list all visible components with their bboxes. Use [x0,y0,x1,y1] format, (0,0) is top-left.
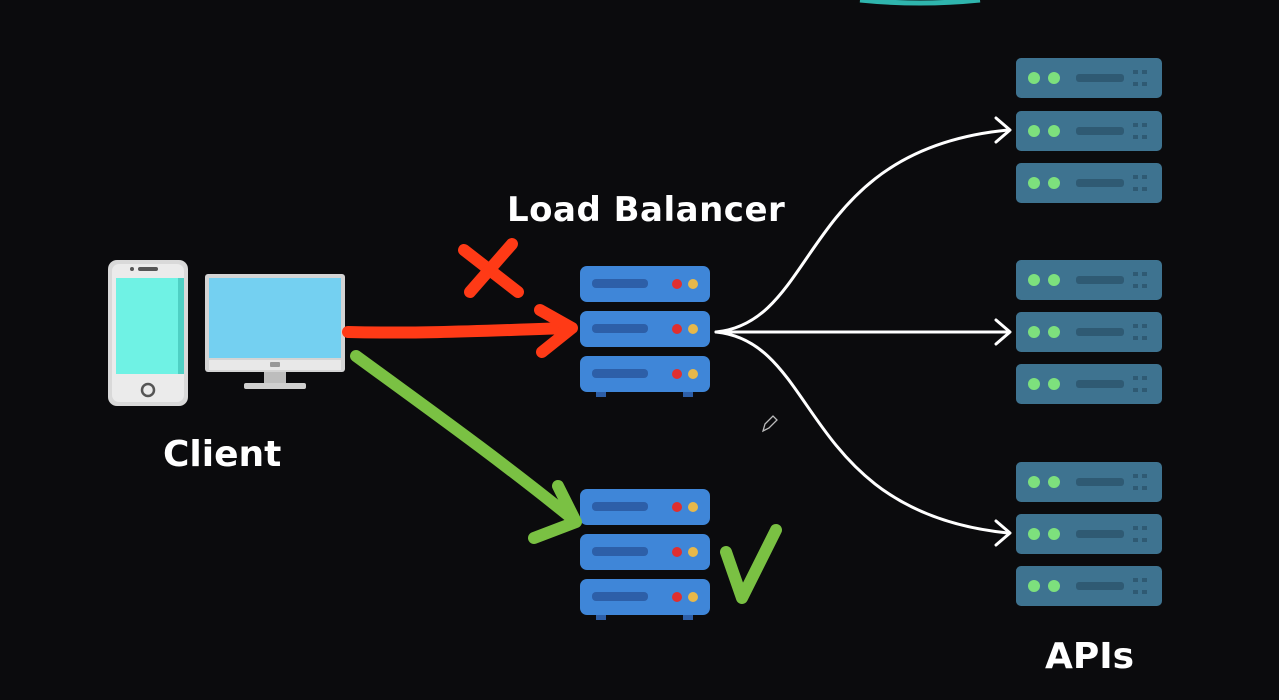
failed-arrow [342,304,578,358]
apis-label: APIs [1045,636,1135,677]
load-balancer-label: Load Balancer [507,190,786,230]
flow-arrowhead-middle [994,318,1012,346]
phone-icon [108,260,188,406]
success-arrow [350,350,582,544]
backup-load-balancer [580,489,710,620]
success-checkmark-icon [720,524,782,604]
api-server-2 [1016,260,1162,404]
api-server-3 [1016,462,1162,606]
flow-arrowhead-top [994,116,1012,144]
failed-cross-icon [458,238,524,298]
api-server-1 [1016,58,1162,203]
pencil-cursor-icon [761,415,778,433]
flow-arrow-bottom [714,330,1010,535]
monitor-icon [205,274,345,389]
flow-arrow-top [714,128,1010,334]
flow-arrows [714,116,1012,547]
client-label: Client [163,434,282,475]
flow-arrowhead-bottom [994,519,1012,547]
primary-load-balancer [580,266,710,397]
top-decoration [859,0,981,6]
